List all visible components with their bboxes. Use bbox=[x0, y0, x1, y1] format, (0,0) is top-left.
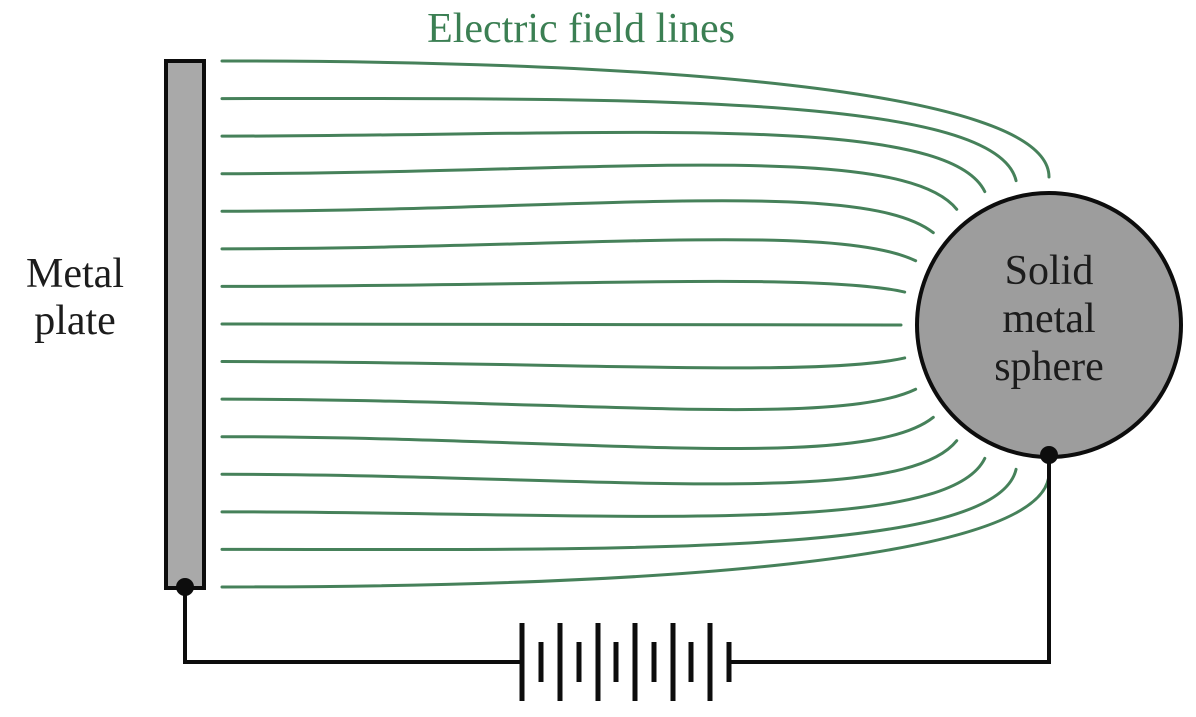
field-line bbox=[220, 279, 907, 294]
sphere-label-line-3: sphere bbox=[994, 344, 1104, 390]
wire-left bbox=[183, 587, 522, 664]
field-line bbox=[220, 163, 959, 211]
sphere-label-line-2: metal bbox=[1002, 296, 1095, 342]
wire-right bbox=[731, 455, 1051, 664]
field-lines-group bbox=[220, 59, 1051, 589]
plate-terminal-dot bbox=[176, 578, 194, 596]
field-line bbox=[220, 130, 987, 194]
plate-label-line-2: plate bbox=[34, 298, 116, 344]
field-line bbox=[220, 356, 907, 370]
field-line bbox=[220, 97, 1018, 183]
field-line bbox=[220, 59, 1051, 179]
field-line bbox=[220, 467, 1018, 552]
field-line bbox=[220, 387, 918, 412]
field-line bbox=[220, 238, 918, 263]
field-line bbox=[220, 415, 935, 450]
plate-label-line-1: Metal bbox=[26, 251, 124, 297]
field-line bbox=[220, 199, 935, 235]
field-line bbox=[220, 456, 987, 518]
sphere-terminal-dot bbox=[1040, 446, 1058, 464]
field-line bbox=[220, 471, 1051, 589]
diagram-title: Electric field lines bbox=[427, 6, 735, 52]
sphere-label-line-1: Solid bbox=[1005, 248, 1094, 294]
field-line bbox=[220, 322, 903, 327]
circuit-group bbox=[183, 455, 1051, 701]
metal-plate bbox=[164, 59, 206, 590]
electrodes-group bbox=[164, 59, 1183, 596]
field-line bbox=[220, 439, 959, 486]
